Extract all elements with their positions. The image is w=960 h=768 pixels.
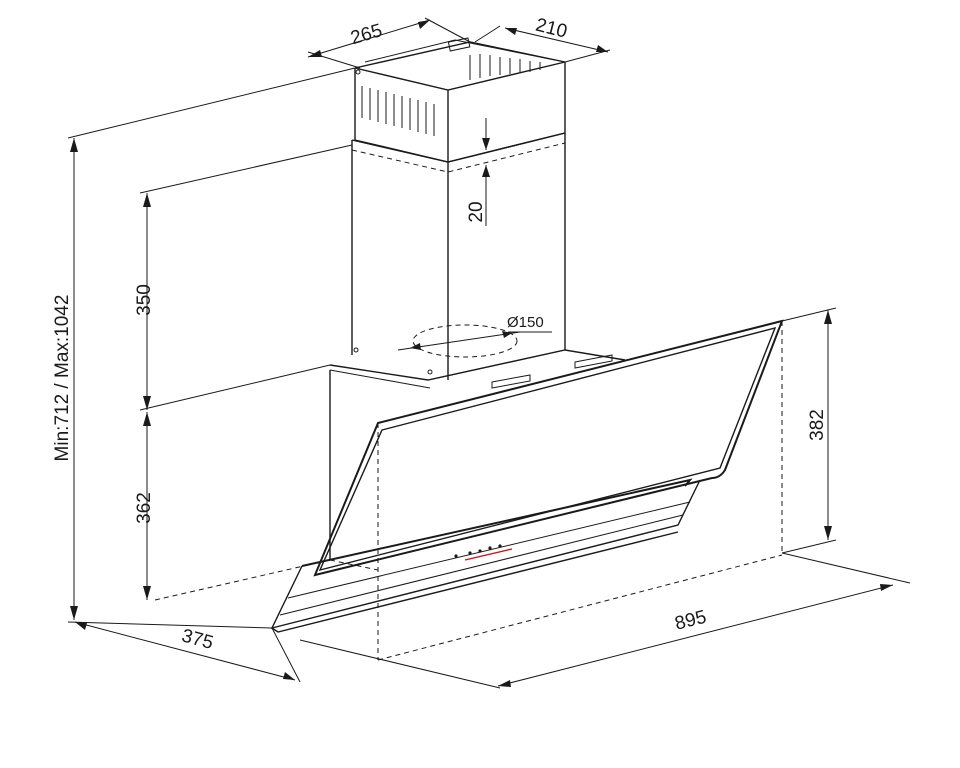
hood-body: [329, 349, 626, 560]
control-fascia: [270, 478, 701, 633]
overall-height-label: Min:712 / Max:1042: [52, 295, 73, 462]
duct-outlet: [397, 324, 552, 358]
chimney-upper-section: [354, 37, 566, 163]
glass-panel: [313, 319, 784, 577]
hood-body-height-label: 362: [134, 492, 155, 524]
chimney-louvers-side: [469, 54, 541, 80]
hood-width-label: 895: [673, 607, 709, 635]
chimney-upper-depth-label: 210: [533, 15, 569, 43]
chimney-overlap-label: 20: [466, 201, 487, 222]
dimension-overlap-20: 20: [466, 118, 490, 226]
dimension-chimney-350: 350: [134, 144, 353, 411]
glass-panel-height-label: 382: [807, 409, 828, 441]
chimney-upper-width-label: 265: [348, 20, 384, 49]
chimney-lower-height-label: 350: [134, 284, 155, 316]
dimension-depth-375: 375: [74, 621, 301, 683]
footprint-guides: [154, 321, 783, 661]
dimension-glass-382: 382: [781, 307, 837, 554]
duct-diameter-label: Ø150: [507, 314, 544, 331]
red-led-line: [464, 548, 513, 561]
chimney-louvers-front: [361, 86, 435, 136]
dimension-body-362: 362: [134, 412, 155, 600]
hood-depth-label: 375: [179, 625, 215, 653]
touch-control-dots: [454, 544, 502, 558]
dimension-overall-height: Min:712 / Max:1042: [52, 67, 356, 629]
dimension-chimney-210: 210: [474, 15, 611, 63]
chimney-lower-section: [351, 132, 566, 380]
